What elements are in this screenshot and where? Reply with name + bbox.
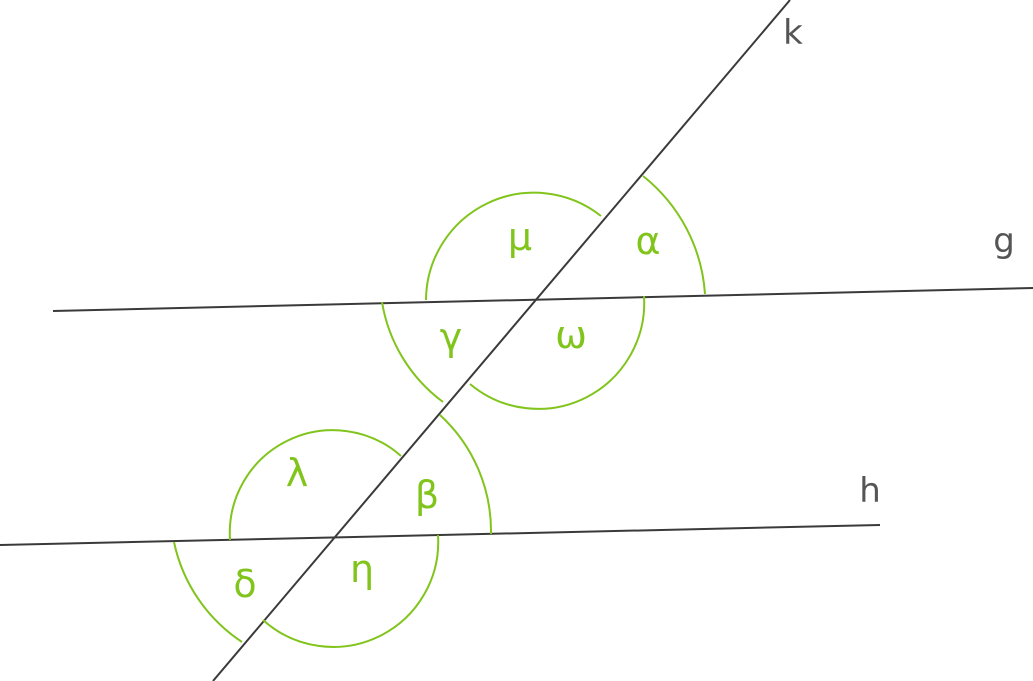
arc-lambda — [228, 429, 402, 541]
arc-eta — [262, 534, 440, 648]
label-g: g — [993, 221, 1015, 261]
arc-mu — [425, 191, 602, 301]
line-h — [0, 524, 881, 546]
label-eta: η — [350, 547, 374, 591]
label-alpha: α — [635, 219, 660, 263]
line-g — [52, 287, 1033, 312]
label-h: h — [859, 471, 881, 511]
label-gamma: γ — [440, 315, 463, 359]
label-k: k — [783, 13, 803, 53]
arc-omega — [469, 295, 646, 410]
label-delta: δ — [233, 562, 256, 606]
arc-alpha — [642, 175, 706, 295]
arc-delta — [173, 541, 243, 643]
label-omega: ω — [555, 313, 587, 357]
arc-beta — [439, 414, 493, 535]
label-lambda: λ — [286, 451, 309, 495]
arc-gamma — [381, 301, 444, 403]
line-k — [212, 0, 791, 681]
label-beta: β — [415, 473, 439, 517]
label-mu: μ — [508, 215, 532, 259]
